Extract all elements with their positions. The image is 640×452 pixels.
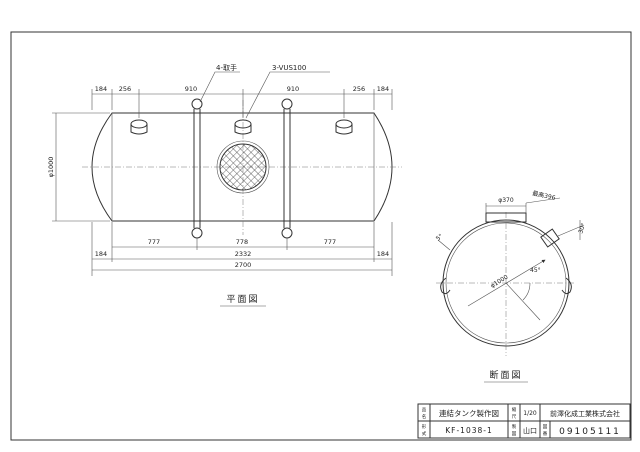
tb-model: KF-1038-1: [445, 426, 493, 435]
section-view-label: 断面図: [489, 369, 522, 381]
tb-scale: 1/20: [523, 410, 537, 417]
dim-top-2: 256: [119, 85, 131, 93]
section-handle-right: [561, 277, 572, 295]
dim-row2-3: 184: [377, 250, 389, 258]
vus-nozzle-1: [130, 119, 148, 135]
section-view: φ370 最高396 30° 5° φ1000 45° 断面図: [435, 189, 588, 383]
dim-slope: 30°: [577, 222, 587, 234]
dim-row2-2: 2332: [235, 250, 252, 258]
dim-top-1: 184: [95, 85, 107, 93]
tb-header-drawer-1: 製: [512, 423, 517, 430]
tb-name: 連結タンク製作図: [439, 408, 499, 418]
handle-right: [281, 98, 293, 239]
dim-row2-1: 184: [95, 250, 107, 258]
plan-view-label: 平面図: [226, 294, 259, 305]
dim-bottom-1: 777: [148, 238, 160, 246]
title-block: 品 名 連結タンク製作図 縮 尺 1/20 前澤化成工業株式会社 形 式 KF-…: [417, 403, 631, 439]
dim-top-4: 910: [287, 85, 299, 93]
plan-view: 4-取手 3-VUS100 184 256 910 910 256 184 φ1…: [47, 63, 402, 307]
tb-header-scale-1: 縮: [512, 406, 517, 413]
tb-drawer: 山口: [523, 426, 537, 435]
section-manhole: [485, 212, 527, 223]
dim-manhole-height: 最高396: [532, 189, 557, 202]
dim-phi370: φ370: [498, 197, 514, 204]
tb-header-model-1: 形: [422, 423, 427, 430]
dim-top-3: 910: [185, 85, 197, 93]
section-nozzle: [540, 228, 560, 248]
dim-top-5: 256: [353, 85, 365, 93]
drawing-border: [10, 31, 632, 441]
tb-header-name-1: 品: [422, 407, 427, 413]
dim-overall: 2700: [235, 261, 252, 269]
tb-header-scale-2: 尺: [512, 414, 517, 420]
tb-company: 前澤化成工業株式会社: [550, 409, 620, 418]
dim-top-6: 184: [377, 85, 389, 93]
tb-header-no-2: 番: [543, 430, 548, 437]
manhole-mesh: [219, 143, 267, 191]
dim-diameter: φ1000: [47, 157, 55, 178]
tb-header-no-1: 図: [543, 424, 548, 430]
dim-r: 5°: [435, 233, 445, 243]
callout-vus: 3-VUS100: [272, 64, 306, 72]
tb-header-model-2: 式: [422, 430, 427, 437]
callout-handle: 4-取手: [216, 63, 237, 72]
vus-nozzle-3: [335, 119, 353, 135]
tb-drawing-no: 09105111: [559, 427, 621, 437]
section-handle-left: [440, 277, 451, 295]
vus-nozzle-2: [234, 119, 252, 135]
handle-left: [191, 98, 203, 239]
tb-header-drawer-2: 図: [512, 431, 517, 437]
dim-bottom-2: 778: [236, 238, 248, 246]
dim-angle: 45°: [530, 267, 541, 274]
tb-header-name-2: 名: [422, 413, 427, 420]
dim-bottom-3: 777: [324, 238, 336, 246]
